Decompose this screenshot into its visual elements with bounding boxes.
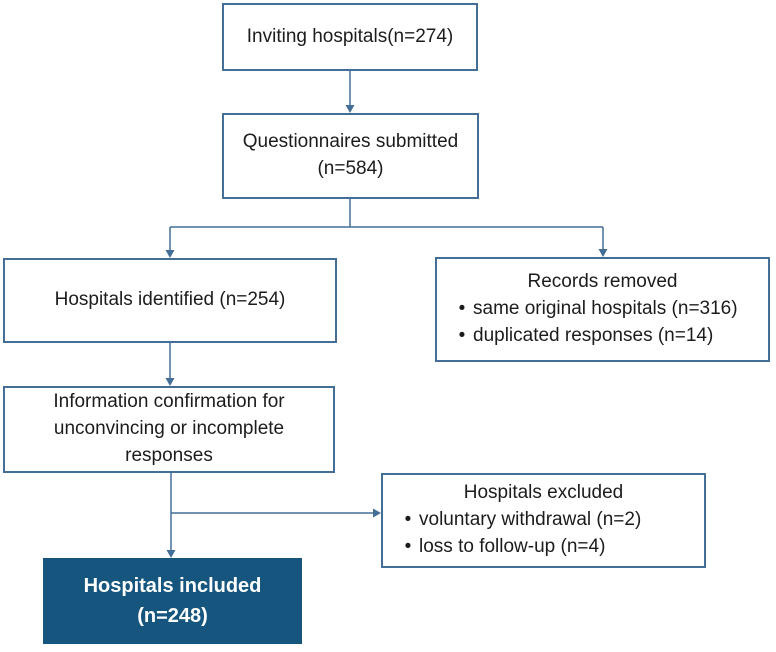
box-title: Records removed (527, 271, 678, 293)
arrow-down-icon (165, 250, 175, 258)
arrow-down-icon (165, 378, 175, 386)
list-item-text: voluntary withdrawal (n=2) (419, 509, 642, 531)
list-item: • duplicated responses (n=14) (443, 323, 762, 350)
box-text-line: Questionnaires submitted (242, 131, 459, 153)
box-text-line: responses (125, 444, 213, 466)
arrow-down-icon (598, 249, 608, 257)
bullet-icon: • (458, 298, 466, 320)
list-item-text: loss to follow-up (n=4) (419, 535, 606, 557)
bullet-icon: • (458, 324, 466, 346)
bullet-icon: • (404, 509, 412, 531)
bullet-icon: • (404, 535, 412, 557)
arrow-down-icon (345, 105, 355, 113)
list-item: • voluntary withdrawal (n=2) (389, 507, 698, 534)
box-text-line: (n=248) (137, 605, 208, 627)
flow-box-inviting-hospitals: Inviting hospitals(n=274) (222, 3, 478, 71)
connector-confirmation-to-included (166, 473, 381, 558)
connector-questionnaires-split (165, 199, 608, 258)
box-text-line: (n=584) (317, 158, 384, 179)
flow-box-information-confirmation: Information confirmation for unconvincin… (3, 386, 335, 473)
box-text: Inviting hospitals(n=274) (246, 25, 454, 47)
list-item: • same original hospitals (n=316) (443, 296, 762, 323)
box-text-line: Hospitals included (83, 575, 262, 597)
list-item: • loss to follow-up (n=4) (389, 534, 698, 561)
list-item-text: duplicated responses (n=14) (473, 324, 714, 346)
flow-box-hospitals-identified: Hospitals identified (n=254) (3, 258, 337, 343)
flow-box-hospitals-excluded: Hospitals excluded • voluntary withdrawa… (381, 473, 706, 568)
box-title: Hospitals excluded (463, 482, 624, 504)
arrow-right-icon (373, 508, 381, 518)
connector-inviting-to-questionnaires (345, 71, 355, 113)
flow-box-questionnaires-submitted: Questionnaires submitted (n=584) (222, 113, 479, 199)
flow-box-hospitals-included: Hospitals included (n=248) (43, 558, 302, 644)
flow-box-records-removed: Records removed • same original hospital… (435, 257, 770, 362)
connector-identified-to-confirmation (165, 343, 175, 386)
box-text-line: Information confirmation for (53, 391, 285, 413)
box-text-line: unconvincing or incomplete (53, 418, 285, 440)
list-item-text: same original hospitals (n=316) (473, 298, 738, 320)
arrow-down-icon (166, 550, 176, 558)
box-text: Hospitals identified (n=254) (54, 289, 286, 311)
